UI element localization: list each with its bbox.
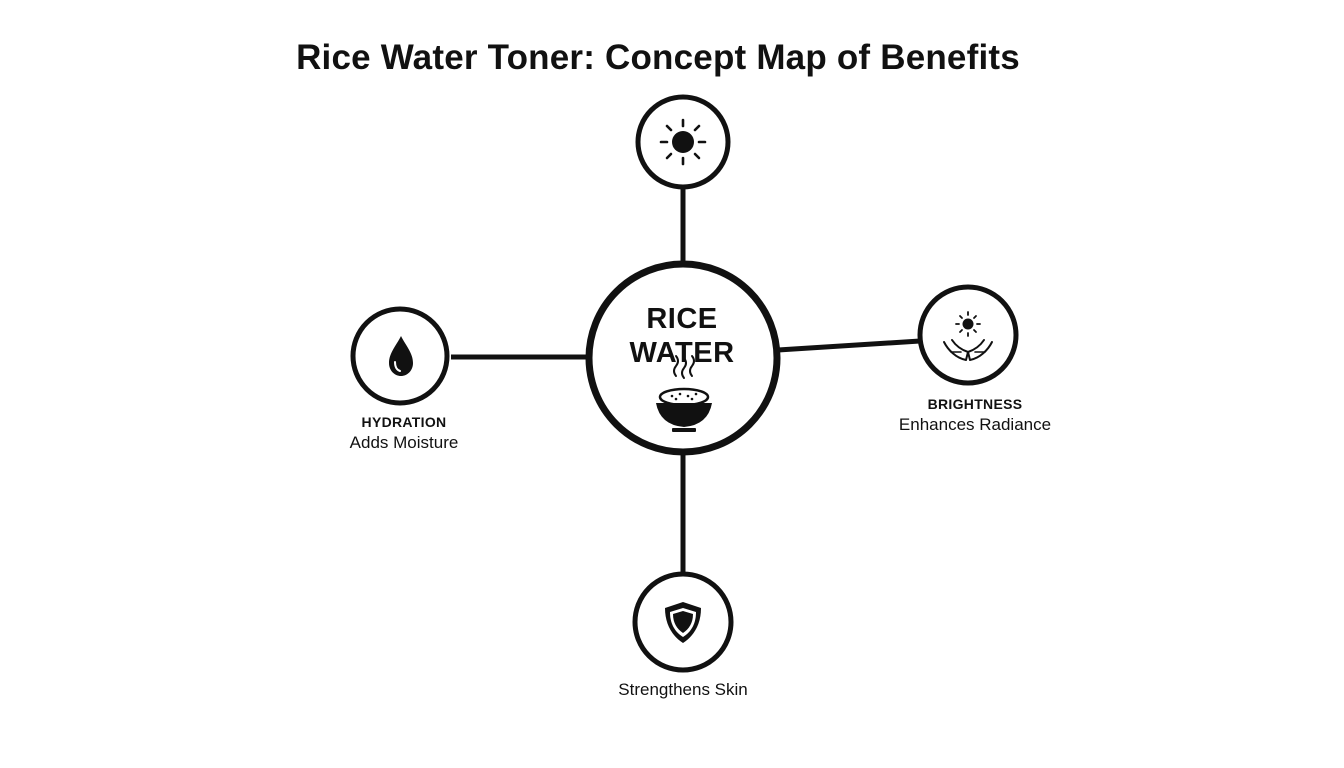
sun-icon (659, 118, 707, 166)
node-bottom (632, 571, 734, 673)
hydration-caption: Adds Moisture (349, 433, 459, 452)
sun-hands-icon (943, 311, 993, 361)
center-label-line2: WATER (629, 337, 735, 369)
rice-bowl-icon (656, 355, 712, 432)
brightness-caption: Enhances Radiance (898, 415, 1052, 434)
page-title: Rice Water Toner: Concept Map of Benefit… (296, 38, 1020, 77)
node-left (350, 306, 450, 406)
shield-icon (665, 602, 701, 643)
center-label-line1: RICE (646, 303, 718, 335)
center-label: RICE WATER (587, 302, 777, 370)
brightness-heading: BRIGHTNESS (927, 396, 1023, 412)
strength-caption: Strengthens Skin (618, 680, 748, 699)
brightness-label: BRIGHTNESS Enhances Radiance (885, 396, 1065, 435)
node-right (917, 284, 1019, 386)
connector-right (777, 338, 921, 353)
node-top (635, 94, 731, 190)
center-node (585, 260, 781, 456)
hydration-label: HYDRATION Adds Moisture (334, 414, 474, 453)
strength-label: Strengthens Skin (593, 677, 773, 700)
water-drop-icon (389, 336, 413, 376)
hydration-heading: HYDRATION (361, 414, 447, 430)
